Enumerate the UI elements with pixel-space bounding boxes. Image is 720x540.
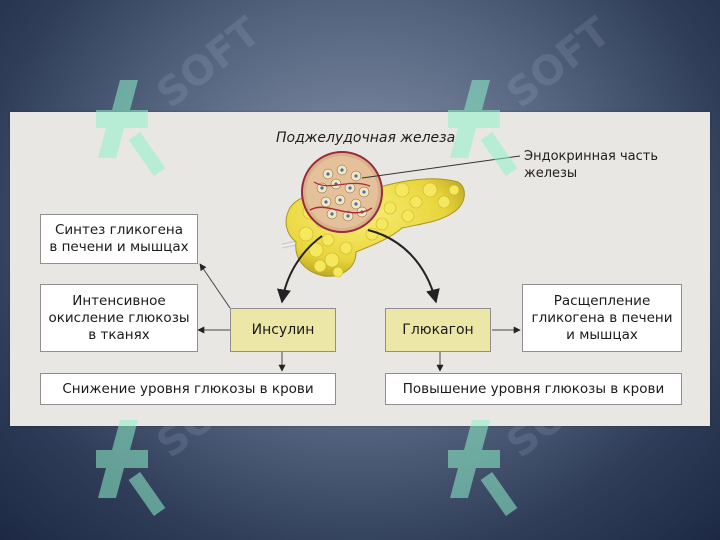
- watermark-logo-icon: [448, 420, 518, 517]
- watermark-logo-icon: [448, 80, 518, 177]
- glucose-decrease-box: Снижение уровня глюкозы в крови: [40, 373, 336, 405]
- glucose-increase-box: Повышение уровня глюкозы в крови: [385, 373, 682, 405]
- glycogen-breakdown-box: Расщепление гликогена в печени и мышцах: [522, 284, 682, 352]
- glucagon-box: Глюкагон: [385, 308, 491, 352]
- glycogen-synthesis-box: Синтез гликогена в печени и мышцах: [40, 214, 198, 264]
- endocrine-part-label: Эндокринная часть железы: [524, 149, 659, 181]
- pancreas-title: Поджелудочная железа: [276, 130, 456, 146]
- diagram-panel: Поджелудочная железа Эндокринная часть ж…: [10, 112, 710, 426]
- watermark-logo-icon: [96, 80, 166, 177]
- glucose-oxidation-box: Интенсивное окисление глюкозы в тканях: [40, 284, 198, 352]
- pancreas-illustration: [197, 151, 521, 372]
- watermark-logo-icon: [96, 420, 166, 517]
- insulin-box: Инсулин: [230, 308, 336, 352]
